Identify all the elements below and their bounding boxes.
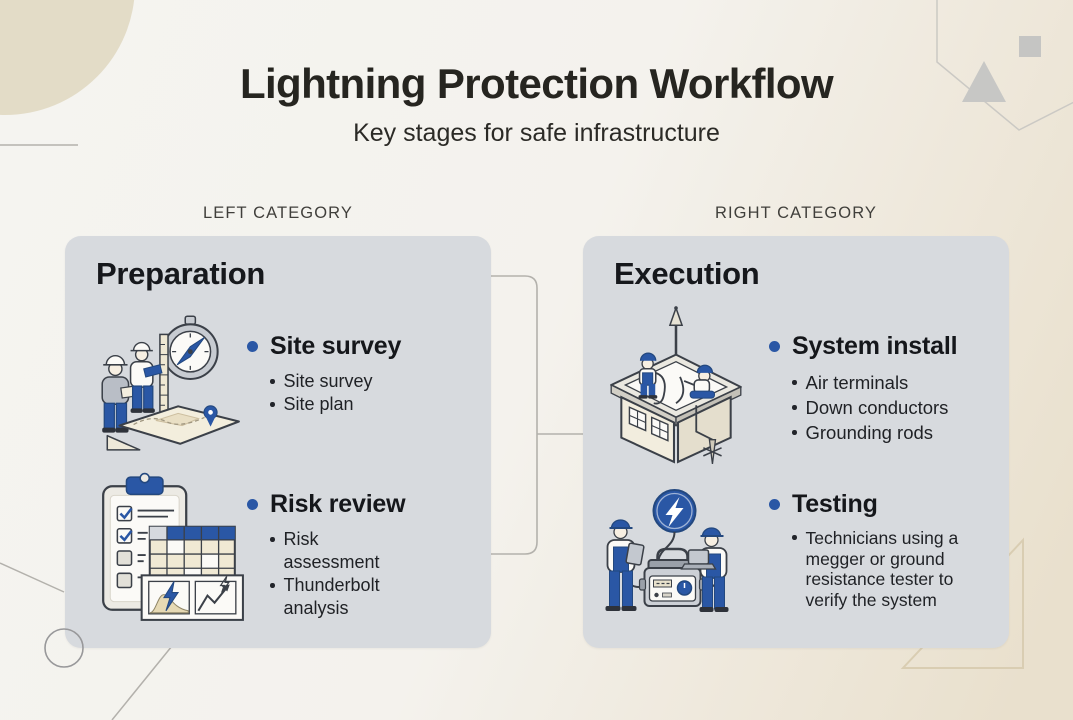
item-label: Risk review [270, 490, 406, 518]
surveyor-right-figure [129, 341, 163, 413]
site-map-icon [118, 405, 240, 445]
rooftop-install-illustration [597, 304, 755, 466]
page-title: Lightning Protection Workflow [239, 60, 834, 107]
down-conductor-icon [675, 376, 722, 465]
clipboard-risk-charts-illustration [89, 472, 249, 624]
test-wire [657, 531, 676, 561]
sub-item-text: Technicians using a megger or ground res… [805, 528, 959, 610]
set-square-icon [106, 434, 141, 451]
sub-bullet-dot [270, 537, 275, 542]
map-pin-icon [203, 405, 218, 427]
diagonal-line-shape [111, 645, 173, 720]
technician-left-figure [605, 519, 645, 611]
sub-item: Grounding rods [792, 420, 977, 445]
site-survey-item: Site survey Site survey Site plan [247, 332, 419, 416]
compass-icon [161, 315, 219, 380]
item-label: Testing [792, 490, 878, 518]
sub-item-text: Air terminals [805, 372, 909, 393]
lightning-bolt-outline-icon [219, 576, 230, 593]
laptop-icon [680, 549, 717, 570]
sub-item: Site plan [270, 393, 419, 416]
card-title: Execution [614, 256, 760, 291]
risk-table-icon [148, 525, 236, 583]
item-label: Site survey [270, 332, 402, 360]
worker-standing-figure [638, 352, 666, 405]
bullet-dot [769, 499, 780, 510]
worker-kneeling-figure [683, 364, 715, 399]
surveyors-compass-map-illustration [85, 306, 247, 456]
window-icon [650, 416, 669, 442]
right-category-label: RIGHT CATEGORY [714, 204, 878, 222]
checklist-icon [116, 505, 175, 589]
building-icon [610, 353, 742, 464]
left-category-label: LEFT CATEGORY [203, 204, 353, 222]
sub-bullet-dot [270, 379, 275, 384]
solid-square-shape [1019, 36, 1041, 57]
bullet-dot [769, 341, 780, 352]
testing-item: Testing Technicians using a megger or gr… [769, 490, 961, 610]
technicians-testing-illustration [595, 484, 750, 622]
execution-card: Execution [583, 236, 1009, 648]
sub-bullet-dot [792, 405, 797, 410]
system-install-item: System install Air terminals Down conduc… [769, 332, 977, 445]
window-icon [628, 406, 647, 432]
sub-item-text: Down conductors [805, 397, 949, 418]
preparation-card: Preparation [65, 236, 491, 648]
bullet-dot [247, 499, 258, 510]
sub-item-text: Site survey [283, 371, 373, 391]
bullet-dot [247, 341, 258, 352]
sub-item: Thunderbolt analysis [270, 574, 419, 620]
sub-bullet-dot [792, 535, 797, 540]
sub-item: Risk assessment [270, 528, 419, 574]
lightning-bolt-icon [163, 581, 180, 612]
tablet-icon [625, 542, 645, 566]
sub-item-text: Thunderbolt analysis [283, 575, 380, 618]
diagonal-line-shape [0, 562, 65, 593]
sub-item-text: Site plan [283, 394, 354, 414]
sub-item: Technicians using a megger or ground res… [792, 528, 961, 610]
lightning-badge-icon [652, 489, 697, 533]
risk-charts-icon [140, 574, 244, 621]
sub-item: Down conductors [792, 395, 977, 420]
page-subtitle: Key stages for safe infrastructure [353, 119, 720, 147]
risk-review-item: Risk review Risk assessment Thunderbolt … [247, 490, 419, 620]
item-label: System install [792, 332, 958, 360]
sub-bullet-dot [270, 402, 275, 407]
sub-item: Site survey [270, 370, 419, 393]
surveyor-left-figure [101, 354, 136, 433]
technician-right-figure [680, 527, 729, 612]
sub-bullet-dot [792, 380, 797, 385]
sub-item-text: Grounding rods [805, 422, 934, 443]
card-title: Preparation [96, 256, 265, 291]
sub-item-text: Risk assessment [283, 529, 380, 572]
sub-item: Air terminals [792, 370, 977, 395]
sub-bullet-dot [270, 583, 275, 588]
sub-bullet-dot [792, 430, 797, 435]
